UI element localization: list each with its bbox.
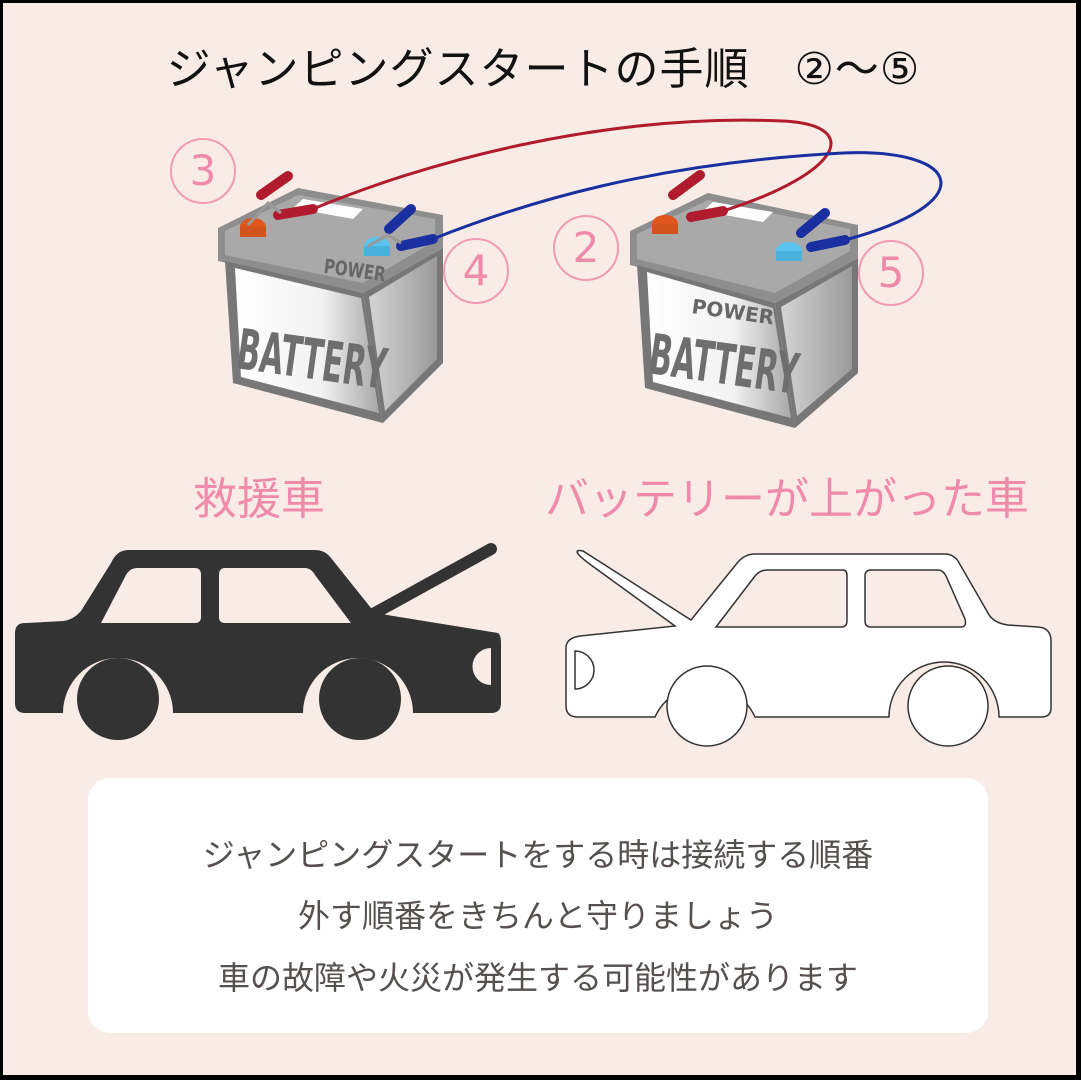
page-title: ジャンピングスタートの手順 ②〜⑤ [166, 44, 921, 95]
step-4-badge: 4 [443, 238, 509, 304]
cable-red [312, 118, 833, 213]
rescue-car-icon [15, 543, 501, 740]
battery-rescue: POWER BATTERY [218, 171, 443, 423]
dead-car-label: バッテリーが上がった車 [545, 474, 1029, 525]
cable-blue [432, 151, 943, 242]
step-3-badge: 3 [170, 138, 236, 204]
dead-car-icon [565, 549, 1052, 747]
illustration: POWER BATTERY POWER BATTER [15, 118, 1052, 747]
step-2-badge: 2 [553, 215, 619, 281]
note-line-3: 車の故障や火災が発生する可能性があります [217, 959, 858, 997]
rescue-car-label: 救援車 [193, 474, 325, 525]
note-line-1: ジャンピングスタートをする時は接続する順番 [202, 836, 874, 874]
note-line-2: 外す順番をきちんと守りましょう [297, 897, 778, 935]
infographic-frame: ジャンピングスタートの手順 ②〜⑤ P [3, 3, 1076, 1075]
step-5-badge: 5 [858, 240, 924, 306]
battery-dead: POWER BATTERY [630, 170, 858, 428]
note-box: ジャンピングスタートをする時は接続する順番 外す順番をきちんと守りましょう 車の… [88, 778, 988, 1033]
